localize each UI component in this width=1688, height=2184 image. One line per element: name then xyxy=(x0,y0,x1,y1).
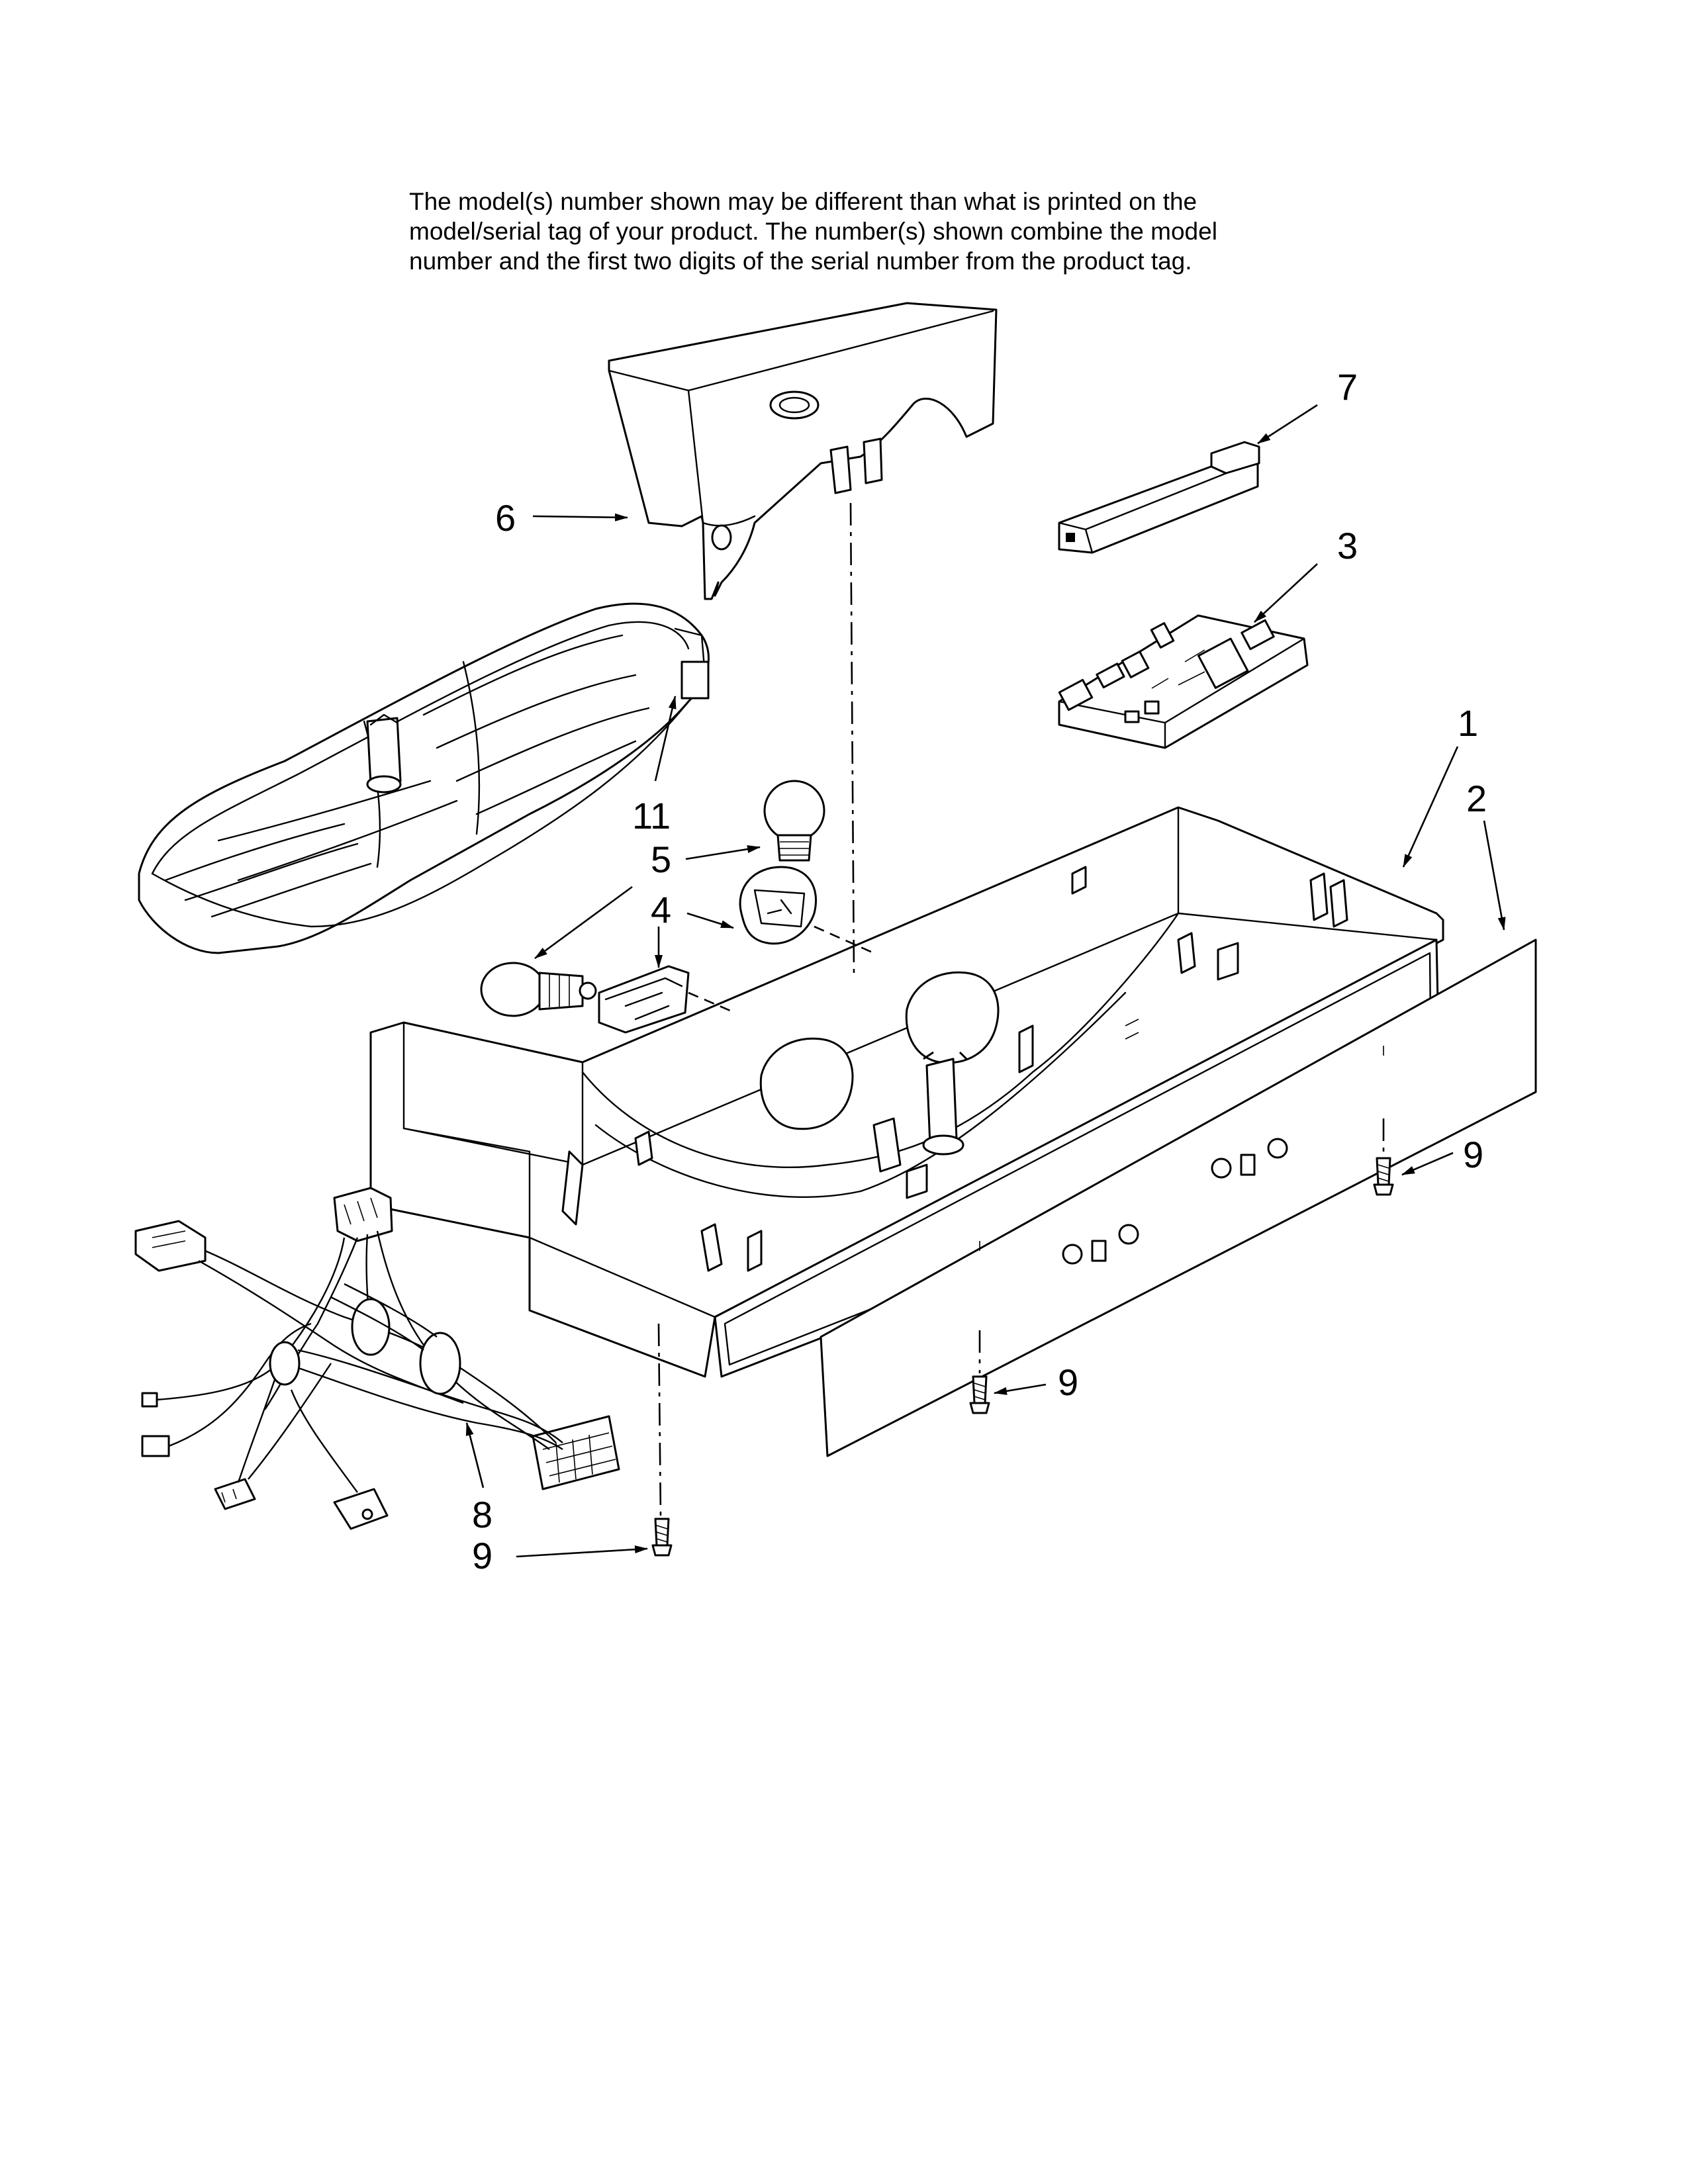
leader-3 xyxy=(1254,563,1318,623)
leader-5-lower xyxy=(534,886,633,960)
leader-9-right xyxy=(1401,1152,1454,1176)
model-number-note: The model(s) number shown may be differe… xyxy=(409,187,1402,276)
callout-9-right: 9 xyxy=(1463,1134,1483,1175)
callout-4: 4 xyxy=(651,889,671,931)
leader-9-middle xyxy=(994,1383,1047,1395)
centerline-cover xyxy=(849,502,855,974)
control-housing xyxy=(369,806,1444,1378)
note-line-3: number and the first two digits of the s… xyxy=(409,248,1192,275)
callout-1: 1 xyxy=(1458,702,1478,744)
leader-9-bottom xyxy=(516,1545,648,1558)
callout-6: 6 xyxy=(495,497,516,539)
leader-7 xyxy=(1257,404,1318,445)
note-line-1: The model(s) number shown may be differe… xyxy=(409,188,1197,215)
callout-2: 2 xyxy=(1466,778,1487,819)
centerline-screw-bottom xyxy=(657,1323,662,1516)
screw-right xyxy=(1373,1157,1394,1196)
callout-11: 11 xyxy=(632,795,671,837)
screw-middle xyxy=(969,1375,990,1414)
leader-5-upper xyxy=(685,845,761,860)
electronic-control-board xyxy=(1058,614,1309,749)
screw-bottom xyxy=(651,1518,673,1557)
light-socket-upper xyxy=(739,866,818,945)
callout-5: 5 xyxy=(651,839,671,880)
control-cover xyxy=(1058,441,1260,554)
leader-4-upper xyxy=(686,912,734,929)
wire-harness xyxy=(134,1187,620,1530)
callout-3: 3 xyxy=(1337,525,1358,567)
callout-9-middle: 9 xyxy=(1058,1361,1078,1403)
leader-11 xyxy=(654,696,677,782)
note-line-2: model/serial tag of your product. The nu… xyxy=(409,218,1217,245)
centerline-socket-lower xyxy=(688,991,735,1014)
housing-tray xyxy=(138,602,710,954)
light-socket-lower xyxy=(598,965,690,1034)
leader-6 xyxy=(532,513,628,522)
light-bulb-lower xyxy=(480,962,597,1017)
leader-1 xyxy=(1402,746,1459,868)
callout-7: 7 xyxy=(1337,366,1358,408)
leader-2 xyxy=(1483,820,1506,931)
light-shield-cover xyxy=(608,302,998,600)
control-panel-overlay xyxy=(820,938,1537,1457)
callout-8: 8 xyxy=(472,1494,492,1535)
callout-9-bottom: 9 xyxy=(472,1535,492,1576)
light-bulb-upper xyxy=(763,780,825,862)
centerline-socket-upper xyxy=(814,925,874,954)
leader-8 xyxy=(465,1422,485,1488)
